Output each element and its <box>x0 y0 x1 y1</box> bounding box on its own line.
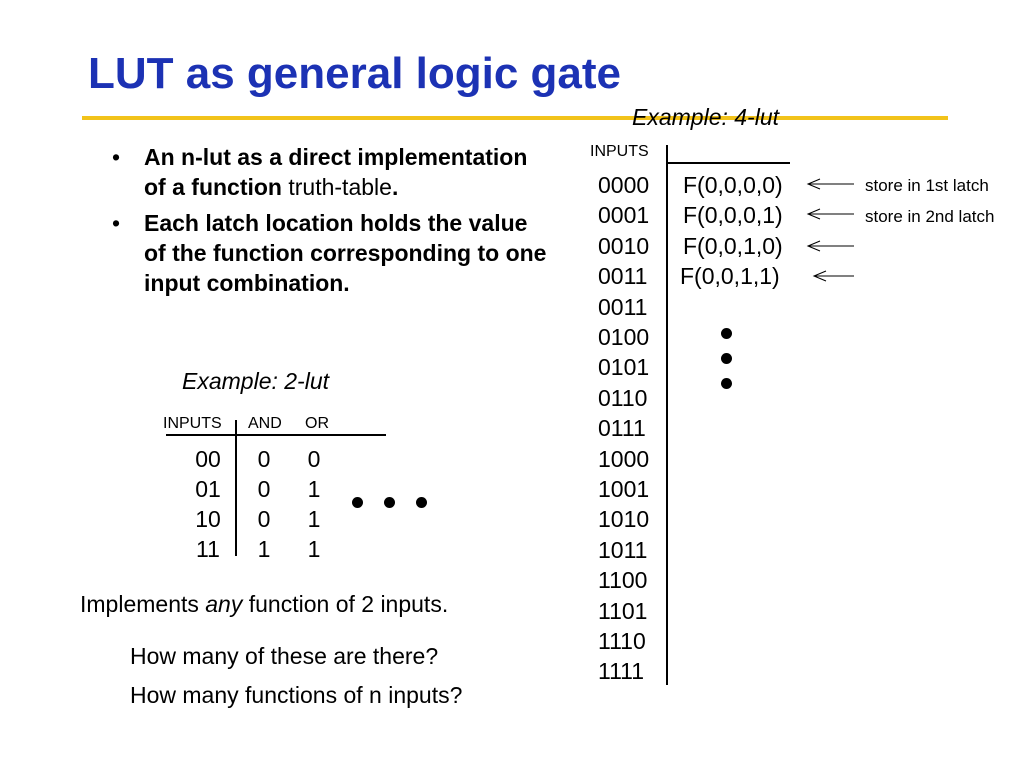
lut4-input-cell: 0111 <box>598 415 646 442</box>
lut2-column-divider <box>235 420 237 556</box>
lut2-header-inputs: INPUTS <box>163 415 222 432</box>
lut4-output-cell: F(0,0,1,1) <box>680 263 780 289</box>
question-2: How many functions of n inputs? <box>130 682 463 708</box>
bullet-1-normal: truth-table <box>281 174 392 200</box>
lut4-input-cell: 0001 <box>598 202 650 229</box>
ellipsis-dot-icon <box>416 497 427 508</box>
lut2-or-cell: 1 <box>307 476 321 502</box>
bullet-1: • An n-lut as a direct implementation of… <box>112 142 552 202</box>
example-2-lut-label: Example: 2-lut <box>182 368 330 394</box>
implements-em: any <box>205 591 243 617</box>
lut4-input-cell: 0100 <box>598 324 650 350</box>
implements-post: function of 2 inputs. <box>242 591 449 617</box>
lut4-input-cell: 0010 <box>598 232 650 259</box>
lut4-output-cell: F(0,0,0,0) <box>683 172 783 198</box>
bullet-1-tail: . <box>391 174 399 200</box>
implements-line: Implements any function of 2 inputs. <box>80 593 448 616</box>
lut4-output-cell: F(0,0,0,1) <box>683 202 783 228</box>
lut2-and-cell: 0 <box>257 506 271 532</box>
lut4-input-cell: 1010 <box>598 506 650 533</box>
lut2-or-cell: 1 <box>307 536 321 562</box>
lut4-output-cell: F(0,0,1,0) <box>683 233 783 259</box>
lut2-input-cell: 10 <box>195 506 221 532</box>
bullet-1-bold: An n-lut as a direct implementation of a… <box>144 144 528 200</box>
ellipsis-dot-icon <box>352 497 363 508</box>
page-title: LUT as general logic gate <box>88 49 622 98</box>
lut4-header-inputs: INPUTS <box>590 143 649 160</box>
lut4-input-cell: 1001 <box>598 476 650 502</box>
lut2-header-rule <box>166 434 386 436</box>
lut2-or-cell: 0 <box>307 446 321 472</box>
question-1: How many of these are there? <box>130 643 439 669</box>
lut4-header-rule <box>666 162 790 164</box>
lut4-input-cell: 1100 <box>598 567 648 594</box>
lut4-input-cell: 1101 <box>598 597 648 624</box>
latch-note-1: store in 1st latch <box>865 176 989 195</box>
left-arrow-icon <box>806 240 854 252</box>
lut4-input-cell: 1111 <box>598 658 645 685</box>
left-arrow-icon <box>806 208 854 220</box>
ellipsis-dot-icon <box>721 378 732 389</box>
bullet-dot-icon: • <box>112 210 121 236</box>
ellipsis-dot-icon <box>721 353 732 364</box>
lut4-input-cell: 0000 <box>598 172 650 198</box>
bullet-2-bold: Each latch location holds the value of t… <box>144 210 547 296</box>
lut2-input-cell: 11 <box>196 536 220 562</box>
lut2-header-or: OR <box>305 415 329 432</box>
ellipsis-dot-icon <box>721 328 732 339</box>
lut4-input-cell: 1011 <box>598 536 648 563</box>
lut2-input-cell: 01 <box>195 476 221 502</box>
implements-pre: Implements <box>80 591 206 617</box>
bullet-2: • Each latch location holds the value of… <box>112 208 552 298</box>
lut2-input-cell: 00 <box>195 446 221 472</box>
left-arrow-icon <box>812 270 854 282</box>
lut4-input-cell: 0011 <box>598 263 648 290</box>
lut2-and-cell: 0 <box>257 446 271 472</box>
bullet-list: • An n-lut as a direct implementation of… <box>112 142 552 304</box>
lut4-column-divider <box>666 145 668 685</box>
lut4-input-cell: 1000 <box>598 445 650 472</box>
lut4-input-cell: 0101 <box>598 354 650 381</box>
latch-note-2: store in 2nd latch <box>865 207 995 226</box>
lut4-input-cell: 0011 <box>598 293 648 320</box>
lut2-or-cell: 1 <box>307 506 321 532</box>
example-4-lut-label: Example: 4-lut <box>632 104 780 130</box>
lut2-and-cell: 1 <box>257 536 271 562</box>
lut2-header-and: AND <box>248 415 282 432</box>
bullet-dot-icon: • <box>112 144 121 170</box>
lut2-and-cell: 0 <box>257 476 271 502</box>
ellipsis-dot-icon <box>384 497 395 508</box>
left-arrow-icon <box>806 178 854 190</box>
lut4-input-cell: 0110 <box>598 384 648 411</box>
lut4-input-cell: 1110 <box>598 628 646 654</box>
title-underline <box>82 116 948 120</box>
